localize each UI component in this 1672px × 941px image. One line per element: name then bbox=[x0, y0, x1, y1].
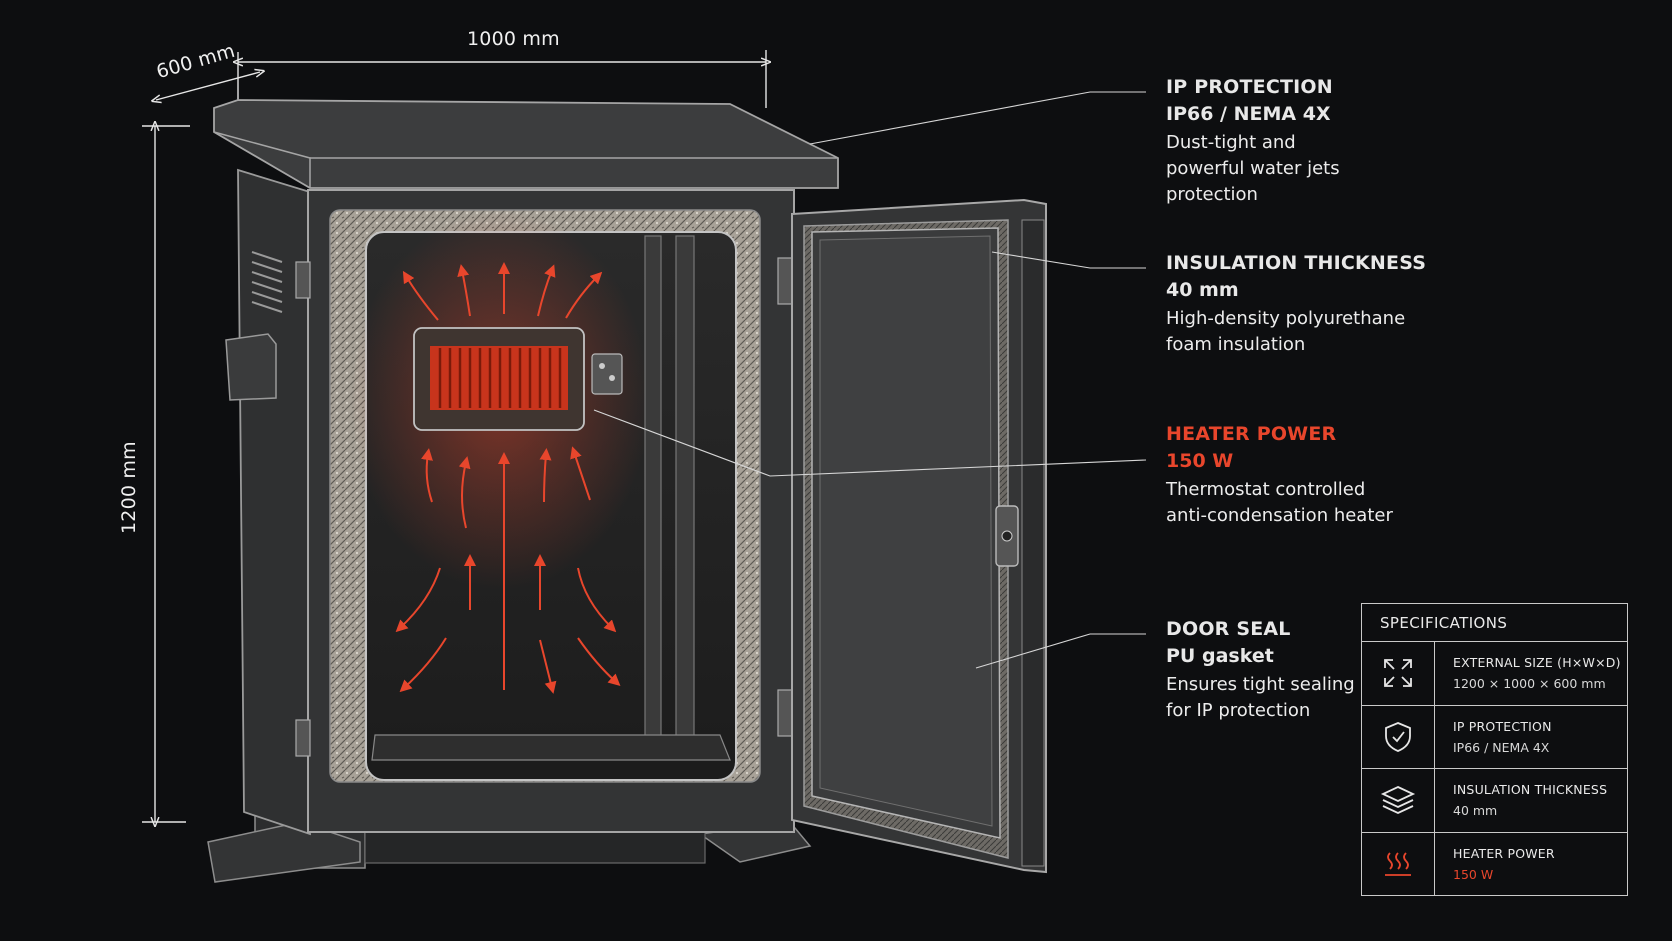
open-door bbox=[791, 198, 1047, 874]
width-dimension-label: 1000 mm bbox=[467, 28, 560, 50]
specifications-table: SPECIFICATIONS EXTERNAL SIZE (H×W×D) 120… bbox=[1361, 603, 1628, 896]
callout-insulation-value: 40 mm bbox=[1166, 279, 1239, 301]
callout-insulation-desc: High-density polyurethane foam insulatio… bbox=[1166, 308, 1406, 355]
callout-door-seal: DOOR SEAL PU gasket Ensures tight sealin… bbox=[1166, 616, 1466, 724]
callout-heater: HEATER POWER 150 W Thermostat controlled… bbox=[1166, 421, 1466, 529]
cabinet-roof bbox=[213, 99, 839, 189]
callout-ip-desc: Dust-tight and powerful water jets prote… bbox=[1166, 132, 1340, 205]
layers-icon bbox=[1362, 769, 1435, 832]
callout-heater-desc: Thermostat controlled anti-condensation … bbox=[1166, 479, 1393, 526]
spec-row-size: EXTERNAL SIZE (H×W×D) 1200 × 1000 × 600 … bbox=[1362, 642, 1627, 706]
callout-seal-value: PU gasket bbox=[1166, 645, 1274, 667]
callout-heater-title: HEATER POWER bbox=[1166, 423, 1337, 445]
callout-ip-title: IP PROTECTION bbox=[1166, 76, 1333, 98]
spec-row-heater: HEATER POWER 150 W bbox=[1362, 832, 1627, 896]
callout-ip-value: IP66 / NEMA 4X bbox=[1166, 103, 1331, 125]
dimension-lines bbox=[142, 50, 766, 822]
spec-ip-label: IP PROTECTION bbox=[1453, 718, 1552, 734]
callout-seal-title: DOOR SEAL bbox=[1166, 618, 1291, 640]
specifications-title: SPECIFICATIONS bbox=[1362, 604, 1627, 642]
spec-size-label: EXTERNAL SIZE (H×W×D) bbox=[1453, 655, 1621, 670]
spec-row-ip: IP PROTECTION IP66 / NEMA 4X bbox=[1362, 705, 1627, 769]
spec-row-insulation: INSULATION THICKNESS 40 mm bbox=[1362, 769, 1627, 833]
callout-insulation-title: INSULATION THICKNESS bbox=[1166, 252, 1427, 274]
callout-insulation: INSULATION THICKNESS 40 mm High-density … bbox=[1166, 250, 1466, 358]
spec-ip-value: IP66 / NEMA 4X bbox=[1453, 739, 1550, 755]
heat-waves-icon bbox=[1362, 832, 1435, 896]
spec-insulation-value: 40 mm bbox=[1453, 803, 1498, 818]
height-dimension-label: 1200 mm bbox=[118, 441, 140, 534]
shield-check-icon bbox=[1362, 705, 1435, 768]
callout-ip-protection: IP PROTECTION IP66 / NEMA 4X Dust-tight … bbox=[1166, 74, 1466, 208]
callout-leaders bbox=[593, 91, 1147, 669]
base-feet bbox=[207, 805, 812, 883]
spec-size-value: 1200 × 1000 × 600 mm bbox=[1453, 676, 1606, 691]
heater-unit bbox=[413, 327, 623, 431]
callout-seal-desc: Ensures tight sealing for IP protection bbox=[1166, 674, 1355, 721]
spec-heater-value: 150 W bbox=[1453, 866, 1494, 882]
expand-arrows-icon bbox=[1362, 642, 1435, 705]
callout-heater-value: 150 W bbox=[1166, 450, 1234, 472]
spec-heater-label: HEATER POWER bbox=[1453, 845, 1555, 861]
heat-flow-arrows bbox=[395, 262, 621, 694]
spec-insulation-label: INSULATION THICKNESS bbox=[1453, 782, 1608, 797]
